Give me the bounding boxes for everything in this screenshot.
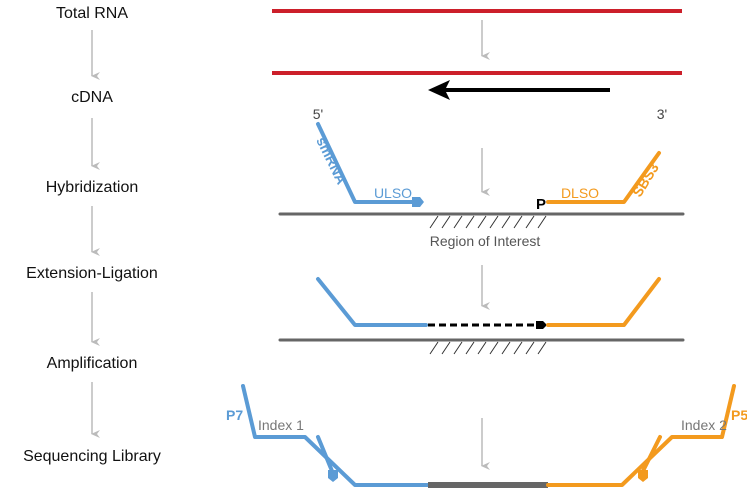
- library-left-adapter: [241, 384, 430, 487]
- dlso-ligated: [546, 277, 661, 327]
- step-cdna: cDNA: [71, 89, 113, 106]
- primer-arrowhead-icon: [638, 470, 648, 482]
- ulso-extended: [316, 277, 428, 327]
- dlso-probe: [546, 151, 661, 204]
- index2-label: Index 2: [681, 417, 727, 433]
- index2-primer: [641, 435, 662, 473]
- extension-arrowhead-icon: [536, 321, 547, 329]
- index1-label: Index 1: [258, 417, 304, 433]
- region-hatch: [429, 341, 547, 355]
- step-labels: Total RNA cDNA Hybridization Extension-L…: [23, 5, 161, 465]
- step-amplification: Amplification: [47, 355, 138, 372]
- ulso-label: ULSO: [374, 185, 412, 201]
- smrna-label: smRNA: [313, 134, 350, 186]
- p7-label: P7: [226, 407, 243, 423]
- three-prime-label: 3': [657, 106, 667, 122]
- primer-arrowhead-icon: [328, 470, 338, 482]
- dlso-label: DLSO: [561, 185, 599, 201]
- ulso-probe: [316, 122, 417, 204]
- cdna-arrowhead-icon: [428, 80, 450, 100]
- library-right-adapter: [546, 384, 736, 487]
- step-sequencing-library: Sequencing Library: [23, 448, 161, 465]
- step-extension-ligation: Extension-Ligation: [26, 265, 158, 282]
- step-hybridization: Hybridization: [46, 179, 138, 196]
- five-prime-label: 5': [313, 106, 323, 122]
- ulso-arrowhead-icon: [412, 197, 424, 207]
- region-label: Region of Interest: [430, 233, 541, 249]
- index1-primer: [316, 435, 334, 473]
- region-hatch: [429, 215, 547, 229]
- step-total-rna: Total RNA: [56, 5, 128, 22]
- phosphate-label: P: [536, 196, 546, 213]
- step-arrows: [91, 20, 490, 470]
- p5-label: P5: [731, 407, 747, 423]
- sbs3-label: SBS3: [629, 160, 662, 200]
